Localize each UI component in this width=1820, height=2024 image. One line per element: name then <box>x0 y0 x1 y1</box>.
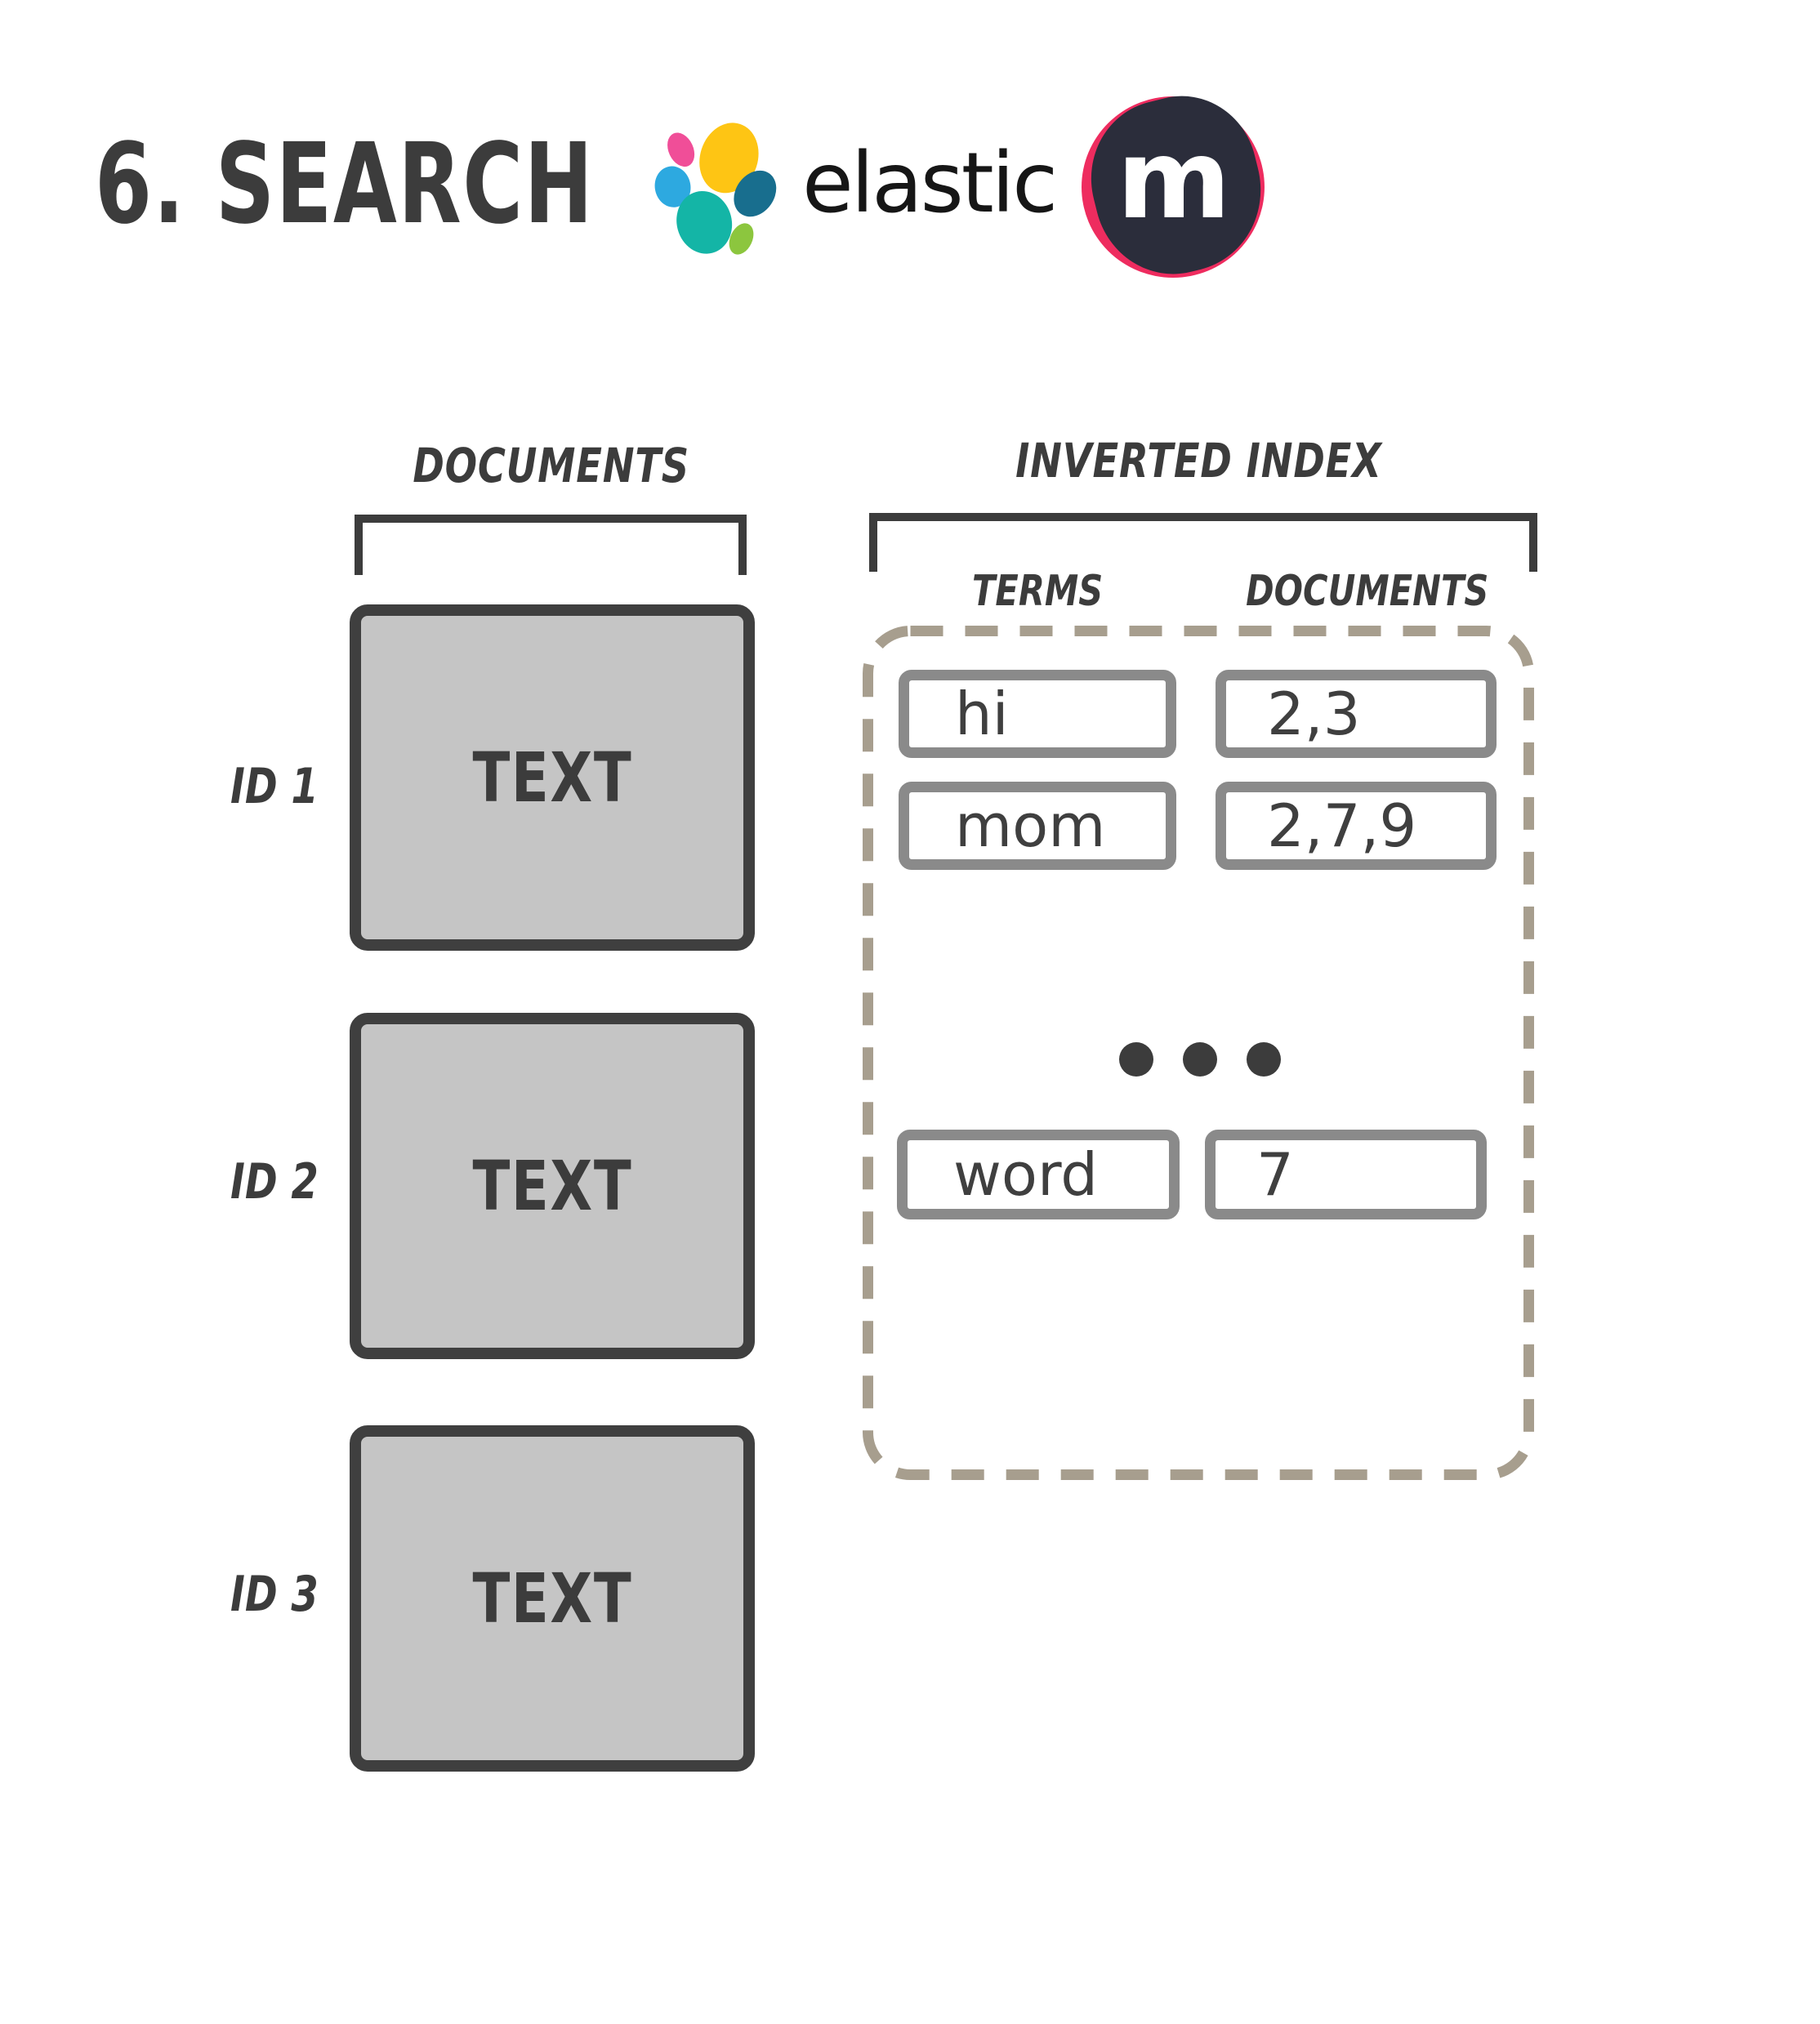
doc-id-label-1-text: ID 1 <box>230 758 319 815</box>
inverted-index-bracket <box>869 513 1537 572</box>
documents-cell-2-text: 2,7,9 <box>1267 791 1417 860</box>
doc-id-label-3-text: ID 3 <box>230 1566 319 1623</box>
term-cell-2-text: mom <box>955 791 1106 860</box>
document-box-2: TEXT <box>350 1013 755 1359</box>
inverted-index-dashed-border <box>863 626 1534 1480</box>
document-box-1: TEXT <box>350 604 755 951</box>
elastic-logo-icon <box>654 123 777 255</box>
documents-section-label-text: DOCUMENTS <box>413 438 690 493</box>
doc-id-label-1: ID 1 <box>114 758 319 815</box>
term-cell-1: hi <box>899 670 1176 758</box>
documents-section-label: DOCUMENTS <box>350 438 753 493</box>
page-title: 6. SEARCH <box>95 129 769 240</box>
meetup-logo-icon: m <box>1074 80 1278 291</box>
documents-cell-2: 2,7,9 <box>1216 782 1497 870</box>
documents-column-header: DOCUMENTS <box>1216 567 1497 616</box>
terms-column-header-text: TERMS <box>971 567 1104 616</box>
meetup-logo-letter: m <box>1117 116 1231 243</box>
inverted-index-section-label: INVERTED INDEX <box>863 433 1534 488</box>
documents-column-header-text: DOCUMENTS <box>1246 567 1489 616</box>
term-cell-3: word <box>897 1130 1180 1219</box>
dot-icon <box>1183 1042 1217 1077</box>
ellipsis-dots <box>1119 1042 1281 1077</box>
term-cell-1-text: hi <box>955 680 1009 748</box>
document-box-3-text: TEXT <box>472 1558 632 1638</box>
documents-cell-1: 2,3 <box>1216 670 1497 758</box>
documents-cell-3-text: 7 <box>1256 1140 1294 1209</box>
term-cell-3-text: word <box>953 1140 1098 1209</box>
terms-column-header: TERMS <box>899 567 1176 616</box>
page-title-text: 6. SEARCH <box>95 120 595 249</box>
doc-id-label-3: ID 3 <box>114 1566 319 1623</box>
document-box-1-text: TEXT <box>472 738 632 818</box>
doc-id-label-2-text: ID 2 <box>230 1153 319 1210</box>
documents-cell-3: 7 <box>1205 1130 1487 1219</box>
elastic-wordmark: elastic <box>802 135 1058 232</box>
term-cell-2: mom <box>899 782 1176 870</box>
documents-cell-1-text: 2,3 <box>1267 680 1361 748</box>
documents-bracket <box>355 515 747 575</box>
dot-icon <box>1247 1042 1281 1077</box>
dot-icon <box>1119 1042 1153 1077</box>
inverted-index-section-label-text: INVERTED INDEX <box>1015 433 1382 488</box>
document-box-3: TEXT <box>350 1425 755 1772</box>
document-box-2-text: TEXT <box>472 1146 632 1226</box>
doc-id-label-2: ID 2 <box>114 1153 319 1210</box>
